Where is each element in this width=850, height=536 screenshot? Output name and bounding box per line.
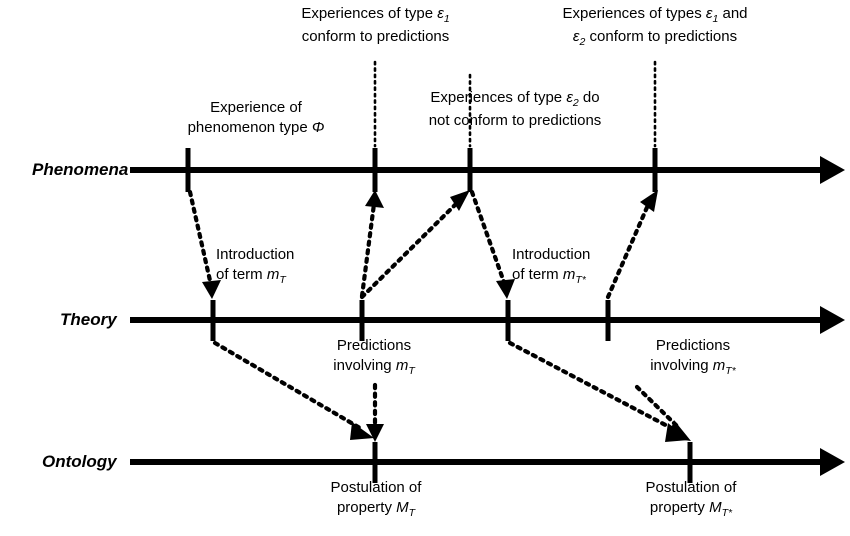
note-experiences-type-e2: Experiences of type ε2 do not conform to… [382, 88, 648, 131]
note-introduction-term-mt-line2-text: of term [216, 265, 267, 283]
epsilon-symbol: ε [705, 5, 713, 22]
epsilon-subscript-2: 2 [579, 35, 586, 48]
note-postulation-property-mt: Postulation of property MT [302, 478, 450, 521]
note-predictions-involving-mtstar-line1: Predictions [655, 337, 731, 354]
note-postulation-property-mt-line2: property MT [302, 498, 450, 521]
connector-predictions-mt-to-property-mt-arrowhead [366, 424, 384, 442]
connector-experience-to-term-mt-arrowhead [202, 280, 221, 299]
connector-predictions-mt-to-phenomena-e1 [359, 201, 377, 299]
m-symbol: m [562, 265, 576, 283]
note-experiences-types-e1-e2-line2: ε2 conform to predictions [512, 27, 798, 50]
connector-experience-e2-to-term-mtstar [469, 189, 508, 288]
note-postulation-property-mtstar-line2-text: property [649, 498, 710, 516]
epsilon-subscript: 2 [572, 97, 579, 109]
note-postulation-property-mt-line2-text: property [336, 498, 397, 516]
theory-axis-arrowhead [820, 306, 845, 334]
M-symbol: M [396, 498, 409, 516]
connector-experience-e2-to-term-mtstar-arrowhead [496, 279, 515, 299]
note-postulation-property-mtstar: Postulation of property MT* [617, 478, 765, 521]
epsilon-symbol-2: ε [572, 27, 580, 45]
note-experiences-type-e2-line1: Experiences of type ε2 do [382, 88, 648, 111]
note-experiences-type-e2-line1-post: do [578, 89, 600, 106]
ontology-axis-arrowhead [820, 448, 845, 476]
note-postulation-property-mtstar-line2: property MT* [617, 498, 765, 521]
connector-predictions-mt-to-phenomena-e2-arrowhead [450, 190, 470, 211]
note-experience-of-phenomenon: Experience of phenomenon type Φ [142, 98, 370, 138]
note-predictions-involving-mtstar-line2: involving mT* [617, 356, 769, 379]
m-symbol: m [395, 356, 409, 374]
connector-experience-to-term-mt [187, 189, 214, 288]
m-subscript: T [279, 273, 286, 286]
row-label-phenomena: Phenomena [32, 160, 129, 179]
note-leader-group [373, 60, 657, 148]
connector-predictions-mt-to-phenomena-e2 [359, 200, 460, 300]
epsilon-subscript: 1 [443, 13, 450, 25]
m-subscript: T [408, 364, 415, 377]
row-label-theory: Theory [60, 310, 117, 329]
connector-term-mtstar-to-property-mtstar [507, 340, 678, 433]
m-symbol: m [266, 265, 280, 283]
note-experiences-type-e1-line2: conform to predictions [301, 27, 450, 45]
note-introduction-term-mt: Introduction of term mT [216, 245, 366, 288]
connector-predictions-mtstar-to-property-mtstar-arrowhead [668, 420, 691, 441]
note-predictions-involving-mt-line2: involving mT [300, 356, 448, 379]
note-experiences-types-e1-e2-line1-text: Experiences of types [562, 5, 706, 22]
note-predictions-involving-mt-line2-text: involving [333, 356, 396, 374]
phenomena-axis-arrowhead [820, 156, 845, 184]
note-experiences-types-e1-e2-line2-post: conform to predictions [585, 27, 738, 45]
note-experiences-type-e1-line1: Experiences of type ε1 [258, 4, 493, 27]
note-experience-of-phenomenon-line2-text: phenomenon type [187, 118, 312, 136]
note-predictions-involving-mtstar: Predictions involving mT* [617, 336, 769, 379]
note-experiences-types-e1-e2-line1: Experiences of types ε1 and [512, 4, 798, 27]
note-predictions-involving-mt: Predictions involving mT [300, 336, 448, 379]
epsilon-symbol: ε [566, 89, 573, 106]
m-subscript: T* [725, 364, 736, 377]
row-label-ontology: Ontology [42, 452, 117, 471]
m-subscript: T* [575, 273, 586, 286]
note-introduction-term-mtstar-line1: Introduction [512, 246, 591, 263]
connector-predictions-mtstar-to-phenomena-arrowhead [640, 190, 658, 212]
theory-ontology-connectors [212, 340, 691, 442]
phi-symbol: Φ [311, 118, 325, 136]
note-introduction-term-mtstar-line2: of term mT* [512, 265, 667, 288]
theory-axis-group [130, 300, 845, 341]
note-experiences-types-e1-e2-line1-post: and [718, 5, 748, 22]
note-postulation-property-mtstar-line1: Postulation of [645, 479, 737, 496]
note-predictions-involving-mtstar-line2-text: involving [650, 356, 713, 374]
m-symbol: m [712, 356, 726, 374]
note-experiences-type-e1-line1-text: Experiences of type [301, 5, 438, 22]
M-subscript: T [408, 506, 416, 519]
note-experiences-type-e1: Experiences of type ε1 conform to predic… [258, 4, 493, 47]
note-introduction-term-mtstar-line2-text: of term [512, 265, 563, 283]
note-experiences-type-e2-line1-text: Experiences of type [430, 89, 567, 106]
note-experiences-types-e1-e2: Experiences of types ε1 and ε2 conform t… [512, 4, 798, 50]
ontology-axis-group [130, 442, 845, 483]
note-introduction-term-mt-line1: Introduction [216, 246, 295, 263]
note-introduction-term-mt-line2: of term mT [216, 265, 366, 288]
note-predictions-involving-mt-line1: Predictions [336, 337, 412, 354]
phenomena-axis-group [130, 148, 845, 192]
connector-term-mt-to-property-mt-arrowhead [350, 422, 374, 440]
connector-predictions-mt-to-phenomena-e1-arrowhead [365, 190, 384, 208]
note-experience-of-phenomenon-line2: phenomenon type Φ [142, 118, 370, 138]
note-postulation-property-mt-line1: Postulation of [330, 479, 422, 496]
connector-predictions-mtstar-to-phenomena [605, 202, 651, 300]
epsilon-subscript: 1 [712, 13, 719, 25]
M-subscript: T* [721, 506, 733, 519]
epsilon-symbol: ε [437, 5, 444, 22]
note-experiences-type-e2-line2: not conform to predictions [428, 111, 602, 129]
M-symbol: M [709, 498, 722, 516]
note-experience-of-phenomenon-line1: Experience of [210, 99, 302, 116]
phenomena-theory-connectors [187, 189, 658, 300]
note-introduction-term-mtstar: Introduction of term mT* [512, 245, 667, 288]
connector-predictions-mtstar-to-property-mtstar [634, 384, 683, 432]
connector-term-mt-to-property-mt [212, 340, 363, 431]
